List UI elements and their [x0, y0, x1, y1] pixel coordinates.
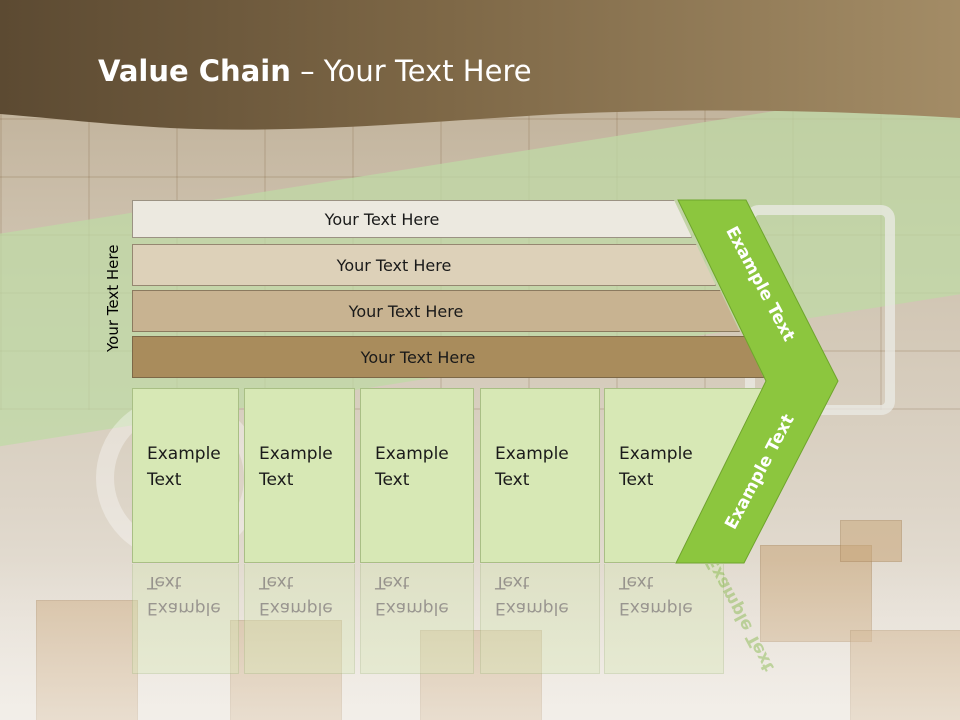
column-line-1: Example — [259, 444, 333, 464]
column-line-2: Text — [495, 470, 530, 490]
value-chain-bar-3: Your Text Here — [132, 290, 740, 332]
column-reflection-2: Example Text — [244, 564, 355, 674]
reflected-line-1: Example — [147, 598, 221, 618]
column-line-1: Example — [619, 444, 693, 464]
title-bold: Value Chain — [98, 54, 291, 88]
column-line-2: Text — [259, 470, 294, 490]
column-reflection-4: Example Text — [480, 564, 600, 674]
reflected-line-1: Example — [375, 598, 449, 618]
column-reflection-3: Example Text — [360, 564, 474, 674]
reflected-line-2: Text — [147, 572, 182, 592]
activity-column-2: Example Text — [244, 388, 355, 563]
reflected-column: Example Text — [244, 564, 355, 674]
column-line-2: Text — [375, 470, 410, 490]
column-line-1: Example — [147, 444, 221, 464]
activity-column-3: Example Text — [360, 388, 474, 563]
slide-title: Value Chain – Your Text Here — [98, 54, 532, 88]
chevron-reflected-label: Example Text — [701, 564, 779, 674]
value-chain-bar-1: Your Text Here — [132, 200, 692, 238]
column-reflection-1: Example Text — [132, 564, 239, 674]
column-line-2: Text — [619, 470, 654, 490]
reflected-column: Example Text — [360, 564, 474, 674]
bar-label: Your Text Here — [336, 255, 452, 275]
reflected-column: Example Text — [132, 564, 239, 674]
value-chain-bar-2: Your Text Here — [132, 244, 716, 286]
reflected-column: Example Text — [480, 564, 600, 674]
reflected-line-1: Example — [259, 598, 333, 618]
value-chain-bar-4: Your Text Here — [132, 336, 764, 378]
bar-label: Your Text Here — [348, 301, 464, 321]
chevron-reflection: Example Text — [676, 564, 796, 674]
reflected-line-1: Example — [495, 598, 569, 618]
column-line-1: Example — [375, 444, 449, 464]
bar-label: Your Text Here — [360, 347, 476, 367]
reflected-line-2: Text — [375, 572, 410, 592]
title-rest: – Your Text Here — [290, 54, 532, 88]
activity-column-4: Example Text — [480, 388, 600, 563]
reflected-line-2: Text — [495, 572, 530, 592]
bar-label: Your Text Here — [324, 209, 440, 229]
background-floor — [0, 560, 960, 720]
header-banner — [0, 0, 960, 130]
reflected-line-2: Text — [259, 572, 294, 592]
column-line-1: Example — [495, 444, 569, 464]
column-line-2: Text — [147, 470, 182, 490]
activity-column-1: Example Text — [132, 388, 239, 563]
